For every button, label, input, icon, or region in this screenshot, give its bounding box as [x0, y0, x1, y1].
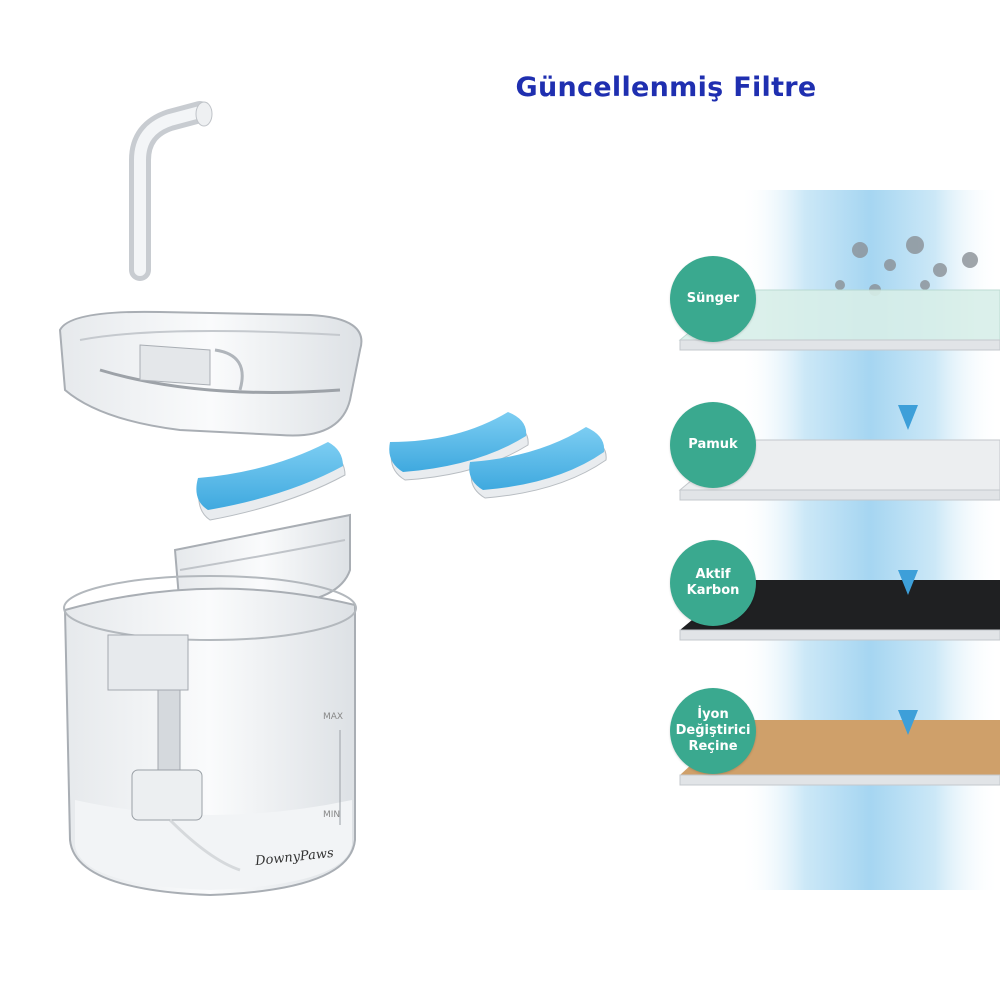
badge-ion-exchange-resin: İyon Değiştirici Reçine: [670, 688, 756, 774]
spout-tube: [129, 101, 213, 281]
page-title: Güncellenmiş Filtre: [515, 72, 817, 103]
fountain-exploded-view: MAX MIN DownyPaws: [40, 100, 640, 980]
sponge-filter: [196, 442, 346, 521]
top-lid: [58, 310, 363, 437]
layer-sponge: [678, 289, 1000, 351]
layer-carbon: [679, 580, 1000, 641]
badge-activated-carbon: Aktif Karbon: [670, 540, 756, 626]
fountain-illustration: [58, 101, 607, 897]
debris-particles: [835, 236, 978, 296]
water-tank: [63, 575, 357, 897]
max-mark: MAX: [323, 712, 344, 722]
filter-layers-illustration: [678, 190, 1000, 890]
min-mark: MIN: [323, 810, 341, 820]
flow-arrows: [898, 405, 918, 735]
sponge-filter-pair: [389, 412, 607, 499]
layer-resin: [679, 720, 1000, 786]
layer-cotton: [678, 439, 1000, 501]
badge-cotton: Pamuk: [670, 402, 756, 488]
badge-sponge: Sünger: [670, 256, 756, 342]
filter-layers-diagram: [660, 190, 1000, 890]
